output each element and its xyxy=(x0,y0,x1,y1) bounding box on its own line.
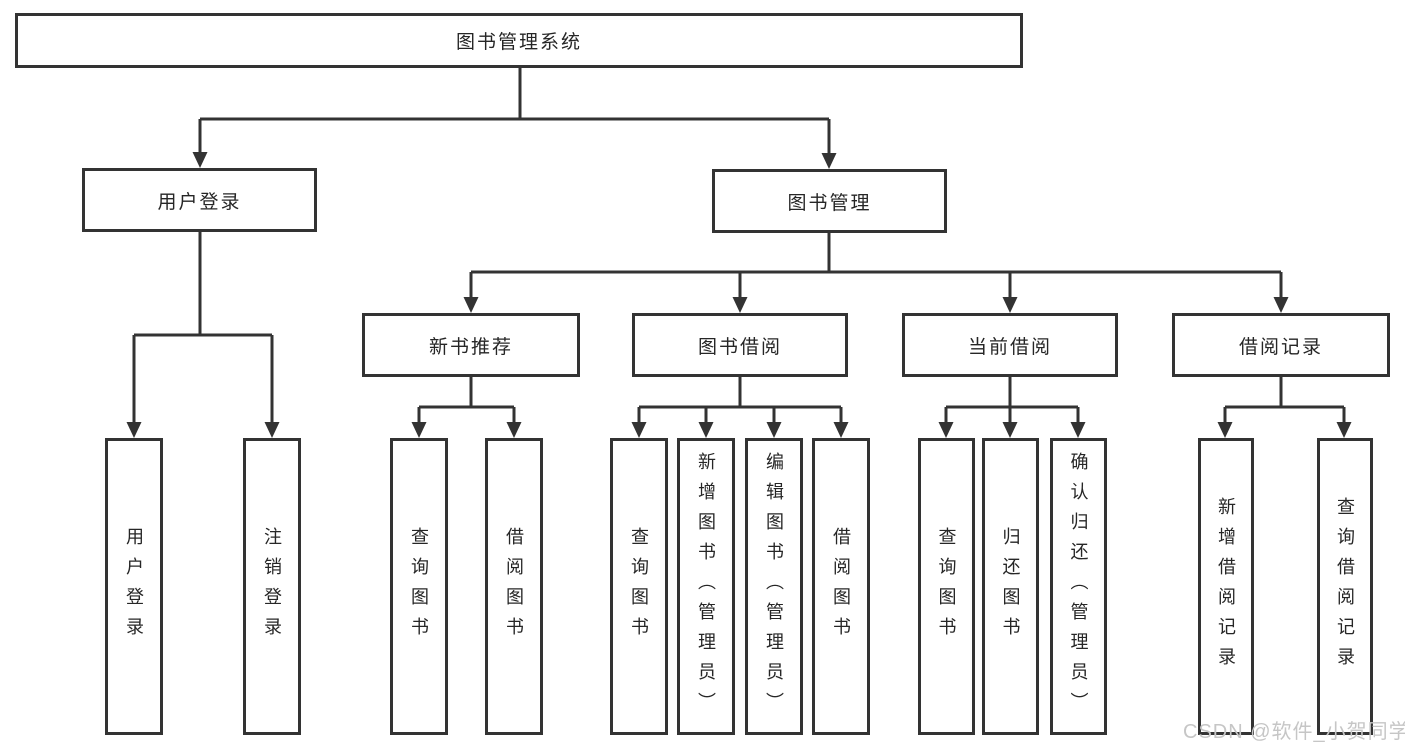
leaf-borrow-books-borrowing-label: 借阅图书 xyxy=(831,526,851,647)
leaf-return-books-label: 归还图书 xyxy=(1000,526,1021,647)
leaf-query-books-recommend-label: 查询图书 xyxy=(409,526,429,647)
leaf-logout: 注销登录 xyxy=(243,438,301,735)
leaf-add-borrow-record-label: 新增借阅记录 xyxy=(1216,496,1236,677)
leaf-borrow-books-recommend-label: 借阅图书 xyxy=(504,526,524,647)
node-current-borrowing-label: 当前借阅 xyxy=(967,336,1052,358)
leaf-add-book-admin-label: 新增图书（管理员） xyxy=(696,451,716,722)
leaf-confirm-return-admin: 确认归还（管理员） xyxy=(1050,438,1107,735)
leaf-user-login-label: 用户登录 xyxy=(124,526,144,647)
leaf-add-book-admin: 新增图书（管理员） xyxy=(677,438,735,735)
leaf-return-books: 归还图书 xyxy=(982,438,1039,735)
leaf-confirm-return-admin-label: 确认归还（管理员） xyxy=(1068,451,1089,722)
leaf-query-books-current-label: 查询图书 xyxy=(936,526,957,647)
node-borrowing-records-label: 借阅记录 xyxy=(1238,336,1323,358)
node-root-label: 图书管理系统 xyxy=(455,32,582,53)
leaf-borrow-books-recommend: 借阅图书 xyxy=(485,438,543,735)
node-current-borrowing: 当前借阅 xyxy=(902,313,1118,377)
leaf-query-books-borrowing-label: 查询图书 xyxy=(629,526,649,647)
leaf-query-borrow-record: 查询借阅记录 xyxy=(1317,438,1373,735)
leaf-edit-book-admin-label: 编辑图书（管理员） xyxy=(764,451,784,722)
node-user-login-label: 用户登录 xyxy=(157,191,242,213)
node-book-management-label: 图书管理 xyxy=(787,192,872,214)
leaf-edit-book-admin: 编辑图书（管理员） xyxy=(745,438,803,735)
node-new-book-recommendation: 新书推荐 xyxy=(362,313,580,377)
leaf-logout-label: 注销登录 xyxy=(262,526,282,647)
node-root: 图书管理系统 xyxy=(15,13,1023,68)
leaf-user-login: 用户登录 xyxy=(105,438,163,735)
watermark: CSDN @软件_小贺同学 xyxy=(1183,721,1405,743)
leaf-query-borrow-record-label: 查询借阅记录 xyxy=(1335,496,1355,677)
node-book-borrowing-label: 图书借阅 xyxy=(697,336,782,358)
leaf-query-books-borrowing: 查询图书 xyxy=(610,438,668,735)
node-book-borrowing: 图书借阅 xyxy=(632,313,848,377)
leaf-add-borrow-record: 新增借阅记录 xyxy=(1198,438,1254,735)
leaf-query-books-recommend: 查询图书 xyxy=(390,438,448,735)
leaf-query-books-current: 查询图书 xyxy=(918,438,975,735)
leaf-borrow-books-borrowing: 借阅图书 xyxy=(812,438,870,735)
node-book-management: 图书管理 xyxy=(712,169,947,233)
node-new-book-recommendation-label: 新书推荐 xyxy=(428,336,513,358)
node-user-login: 用户登录 xyxy=(82,168,317,232)
node-borrowing-records: 借阅记录 xyxy=(1172,313,1390,377)
